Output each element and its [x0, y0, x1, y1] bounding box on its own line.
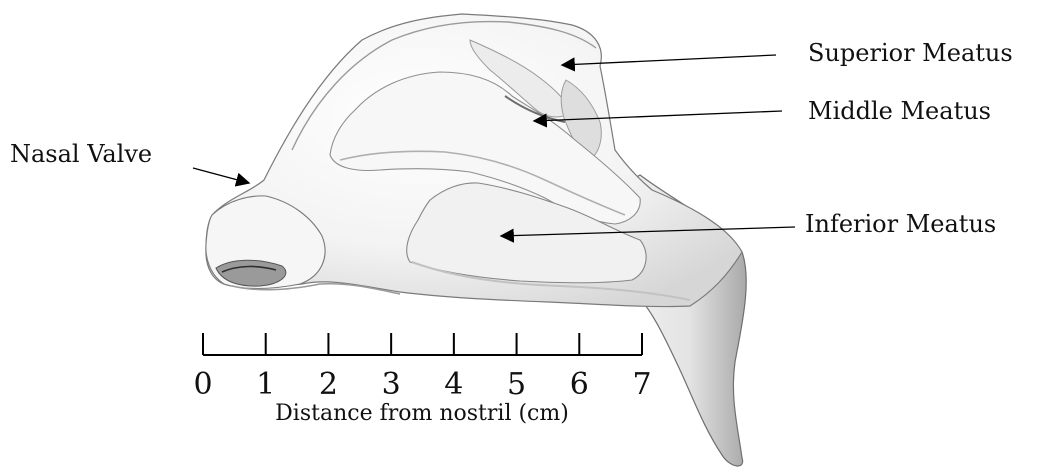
scale-ticks: 0 1 2 3 4 5 6 7 — [193, 333, 651, 402]
inferior-meatus-label: Inferior Meatus — [805, 210, 996, 238]
superior-meatus-label: Superior Meatus — [808, 39, 1013, 67]
scale-tick-label-1: 1 — [256, 367, 275, 402]
scale-caption: Distance from nostril (cm) — [275, 401, 569, 426]
scale-tick-label-2: 2 — [319, 367, 338, 402]
nasal-valve-arrow — [193, 168, 249, 183]
middle-meatus-label: Middle Meatus — [808, 97, 991, 125]
scale-tick-label-5: 5 — [507, 367, 526, 402]
scale-tick-label-3: 3 — [382, 367, 401, 402]
scale-tick-label-4: 4 — [444, 367, 463, 402]
scale-tick-label-0: 0 — [193, 367, 212, 402]
nasal-cavity-model — [206, 14, 746, 466]
distance-scale: 0 1 2 3 4 5 6 7 Distance from nostril (cm) — [193, 333, 651, 426]
scale-tick-label-6: 6 — [570, 367, 589, 402]
nasal-valve-label: Nasal Valve — [10, 140, 152, 168]
scale-tick-label-7: 7 — [632, 367, 651, 402]
